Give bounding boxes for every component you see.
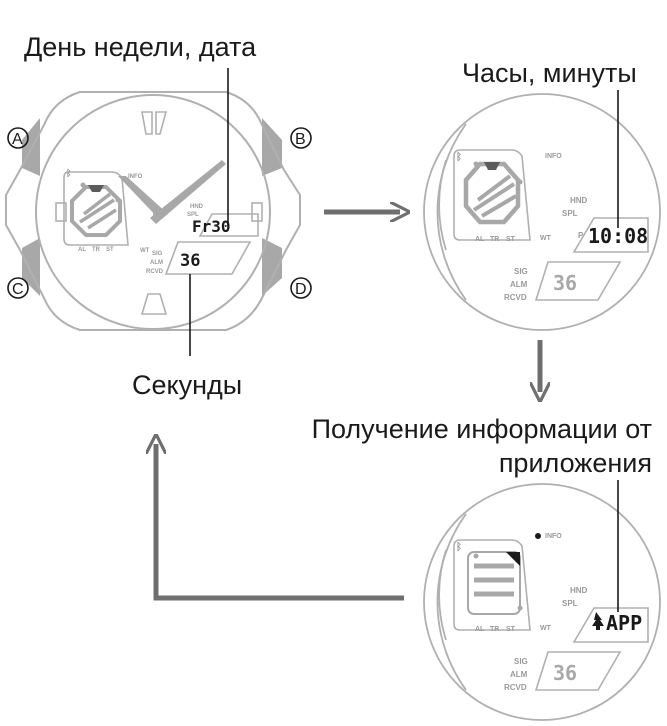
lcd-upper-frame — [198, 213, 259, 237]
lcd-seconds-text: 36 — [180, 251, 200, 271]
label-weekday-date: День недели, дата — [24, 32, 257, 62]
watch-crop-app: AL TR ST INFO ᛒ WT HND SPL SIG ALM RCVD … — [423, 480, 661, 721]
w3-mark-hnd: HND — [570, 586, 588, 595]
index-12 — [141, 111, 168, 135]
button-b-badge — [290, 127, 312, 149]
button-c-shape — [22, 238, 40, 296]
w3-bluetooth-icon: ᛒ — [456, 541, 462, 553]
w3-mark-al: AL — [475, 626, 485, 633]
mark-rcvd: RCVD — [146, 269, 164, 275]
button-d-shape — [262, 238, 282, 296]
label-seconds: Секунды — [132, 370, 243, 400]
mark-spl: SPL — [187, 212, 199, 218]
button-a-shape — [22, 118, 40, 176]
w2-bluetooth-icon: ᛒ — [456, 151, 462, 163]
w2-mark-hnd: HND — [570, 196, 588, 205]
mark-hnd: HND — [190, 204, 204, 210]
w3-lcd-seconds-text: 36 — [553, 661, 577, 685]
w2-mark-info: INFO — [545, 153, 562, 160]
w2-mark-sig: SIG — [514, 267, 528, 276]
lcd-date-text: Fr30 — [192, 217, 231, 236]
w3-mark-rcvd: RCVD — [504, 683, 527, 692]
bezel-outline — [5, 91, 301, 331]
label-hours-minutes: Часы, минуты — [462, 58, 637, 88]
w2-mark-rcvd: RCVD — [504, 293, 527, 302]
hour-hand — [118, 176, 168, 220]
w3-mark-tr: TR — [490, 626, 499, 633]
mark-alm: ALM — [150, 260, 163, 266]
w3-mark-info: INFO — [545, 533, 562, 540]
w2-mark-spl: SPL — [562, 209, 578, 218]
mark-wt: WT — [140, 248, 150, 254]
label-app-info-line2: приложения — [498, 448, 652, 478]
mark-st: ST — [106, 247, 114, 253]
button-a-badge — [7, 127, 29, 149]
arrow-return — [156, 444, 404, 601]
dial-circle — [35, 94, 271, 330]
button-c-badge — [7, 277, 29, 299]
subdial-octagon — [70, 185, 122, 237]
mark-sig: SIG — [152, 251, 163, 257]
watch-front-full: AL TR ST INFO ᛒ WT HND SPL SIG ALM RCVD … — [5, 68, 312, 356]
subdial-frame — [63, 171, 129, 246]
w3-mark-st: ST — [506, 626, 516, 633]
w3-mark-alm: ALM — [510, 670, 528, 679]
mark-tr: TR — [92, 247, 101, 253]
button-d-badge — [290, 277, 312, 299]
mark-info: INFO — [128, 174, 143, 180]
w3-mark-wt: WT — [540, 625, 552, 632]
flow-arrows — [156, 212, 540, 601]
label-app-info-line1: Получение информации от — [311, 414, 652, 444]
w2-mark-alm: ALM — [510, 280, 528, 289]
button-a-label: A — [12, 131, 23, 148]
w3-mark-spl: SPL — [562, 599, 578, 608]
index-6 — [140, 293, 168, 315]
w3-lcd-app-text: APP — [606, 611, 642, 635]
w2-mark-wt: WT — [540, 235, 552, 242]
minute-hand — [150, 160, 226, 224]
w2-lcd-seconds-text: 36 — [553, 271, 577, 295]
lcd-lower-frame — [164, 241, 252, 275]
index-9 — [55, 202, 67, 222]
hand-pivot — [153, 209, 163, 219]
w3-info-dot — [535, 533, 541, 539]
button-b-label: B — [295, 131, 306, 148]
w2-pm-indicator: P — [578, 231, 584, 240]
index-3 — [251, 202, 263, 222]
w3-mark-sig: SIG — [514, 657, 528, 666]
w2-mark-al: AL — [475, 236, 485, 243]
mark-al: AL — [78, 247, 86, 253]
button-d-label: D — [295, 281, 307, 298]
w2-mark-st: ST — [506, 236, 516, 243]
w2-mark-tr: TR — [490, 236, 499, 243]
button-c-label: C — [12, 281, 24, 298]
bluetooth-icon: ᛒ — [66, 168, 71, 178]
watch-crop-time: AL TR ST INFO ᛒ WT HND SPL SIG ALM RCVD … — [423, 90, 661, 331]
w3-app-icon — [592, 612, 604, 630]
